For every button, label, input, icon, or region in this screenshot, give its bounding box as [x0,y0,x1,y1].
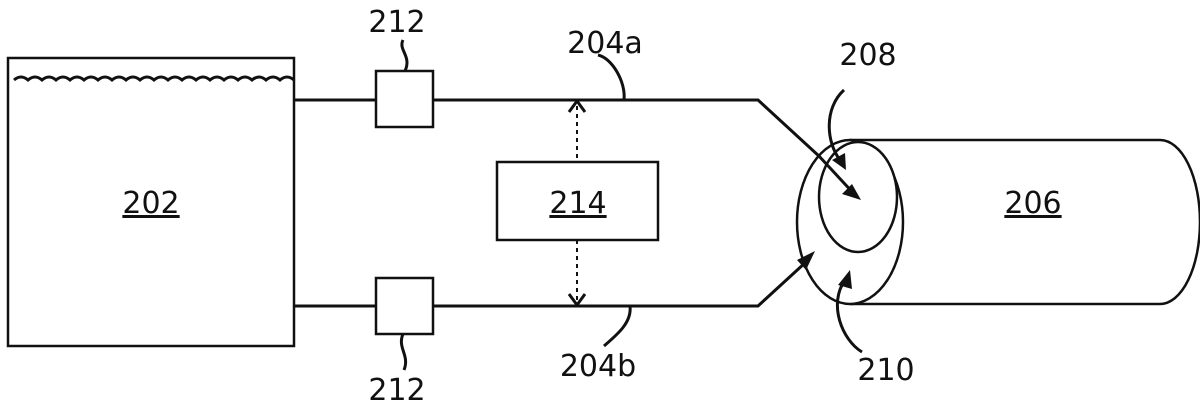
arrowhead-down [567,293,587,308]
outer-lumen-label: 210 [857,353,914,388]
leader-210 [835,279,863,354]
arrow-204b-head [797,251,815,270]
line-204a-label: 204a [567,26,643,61]
valve-lower-label: 212 [368,373,425,408]
leader-208 [827,88,846,161]
line-204a [294,98,822,159]
leader-210-head [838,270,852,289]
leader-208-head [832,153,846,170]
inner-lumen-label: 208 [839,38,896,73]
tube-label: 206 [1004,186,1061,221]
leader-212-lower [399,333,408,371]
line-204b [294,260,808,308]
leader-204b [603,305,632,348]
arrowhead-up [567,98,587,113]
leader-204a [597,53,626,101]
controller-label: 214 [549,186,606,221]
valve-upper [374,69,435,129]
leader-212-upper [400,39,409,72]
tank-202 [6,56,296,348]
arrow-204a-head [842,184,861,200]
valve-lower [374,276,435,336]
tank-liquid-surface [13,75,295,82]
controller-214 [495,160,660,242]
valve-upper-label: 212 [368,5,425,40]
tank-label: 202 [122,186,179,221]
line-204b-label: 204b [560,349,636,384]
